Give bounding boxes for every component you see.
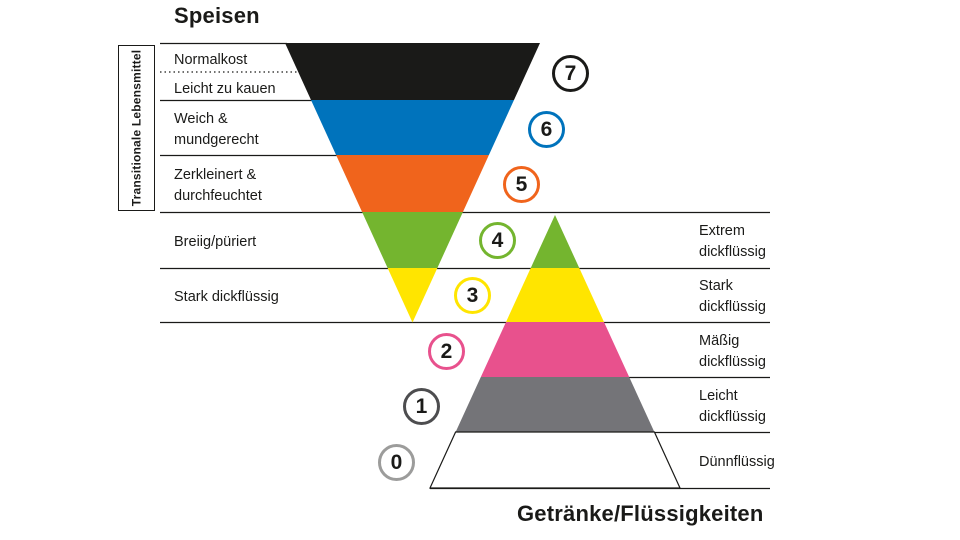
level-badge-6: 6 [528, 111, 565, 148]
drink-label-extrem-dickfluessig: Extrem dickflüssig [699, 223, 766, 260]
transitional-foods-label: Transitionale Lebensmittel [129, 49, 144, 207]
level-badge-3: 3 [454, 277, 491, 314]
food-label-weich-mundgerecht: Weich & mundgerecht [174, 111, 259, 148]
drink-band-level-4 [430, 215, 680, 268]
drink-label-stark-dickfluessig: Stark dickflüssig [699, 278, 766, 315]
drink-label-leicht-dickfluessig: Leicht dickflüssig [699, 388, 766, 425]
level-number-6: 6 [540, 118, 553, 141]
drink-label-duennfluessig: Dünnflüssig [699, 454, 775, 470]
drink-pyramid [430, 215, 680, 432]
food-label-stark-dickfluessig: Stark dickflüssig [174, 289, 279, 305]
food-label-normalkost: Normalkost [174, 52, 248, 68]
level-number-7: 7 [564, 62, 577, 85]
level-badge-5: 5 [503, 166, 540, 203]
level-badge-1: 1 [403, 388, 440, 425]
food-label-breiig-pueriert: Breiig/püriert [174, 234, 257, 250]
drink-label-maessig-dickfluessig: Mäßig dickflüssig [699, 333, 766, 370]
drink-band-level-1 [430, 377, 680, 432]
level-badge-4: 4 [479, 222, 516, 259]
transitional-foods-box: Transitionale Lebensmittel [118, 45, 155, 211]
foods-title: Speisen [174, 3, 260, 28]
food-label-leicht-zu-kauen: Leicht zu kauen [174, 81, 276, 97]
drinks-title: Getränke/Flüssigkeiten [517, 501, 764, 526]
level-number-0: 0 [390, 451, 403, 474]
food-label-zerkleinert-durchfeuchtet: Zerkleinert & durchfeuchtet [174, 167, 262, 204]
food-band-level-7 [285, 43, 540, 100]
drink-band-level-0 [429, 431, 681, 489]
level-number-4: 4 [491, 229, 504, 252]
level-badge-0: 0 [378, 444, 415, 481]
level-badge-2: 2 [428, 333, 465, 370]
level-number-1: 1 [415, 395, 428, 418]
food-band-level-6 [285, 100, 540, 155]
level-number-5: 5 [515, 173, 528, 196]
level-number-3: 3 [466, 284, 479, 307]
level-number-2: 2 [440, 340, 453, 363]
food-band-level-3 [285, 268, 540, 323]
level-badge-7: 7 [552, 55, 589, 92]
